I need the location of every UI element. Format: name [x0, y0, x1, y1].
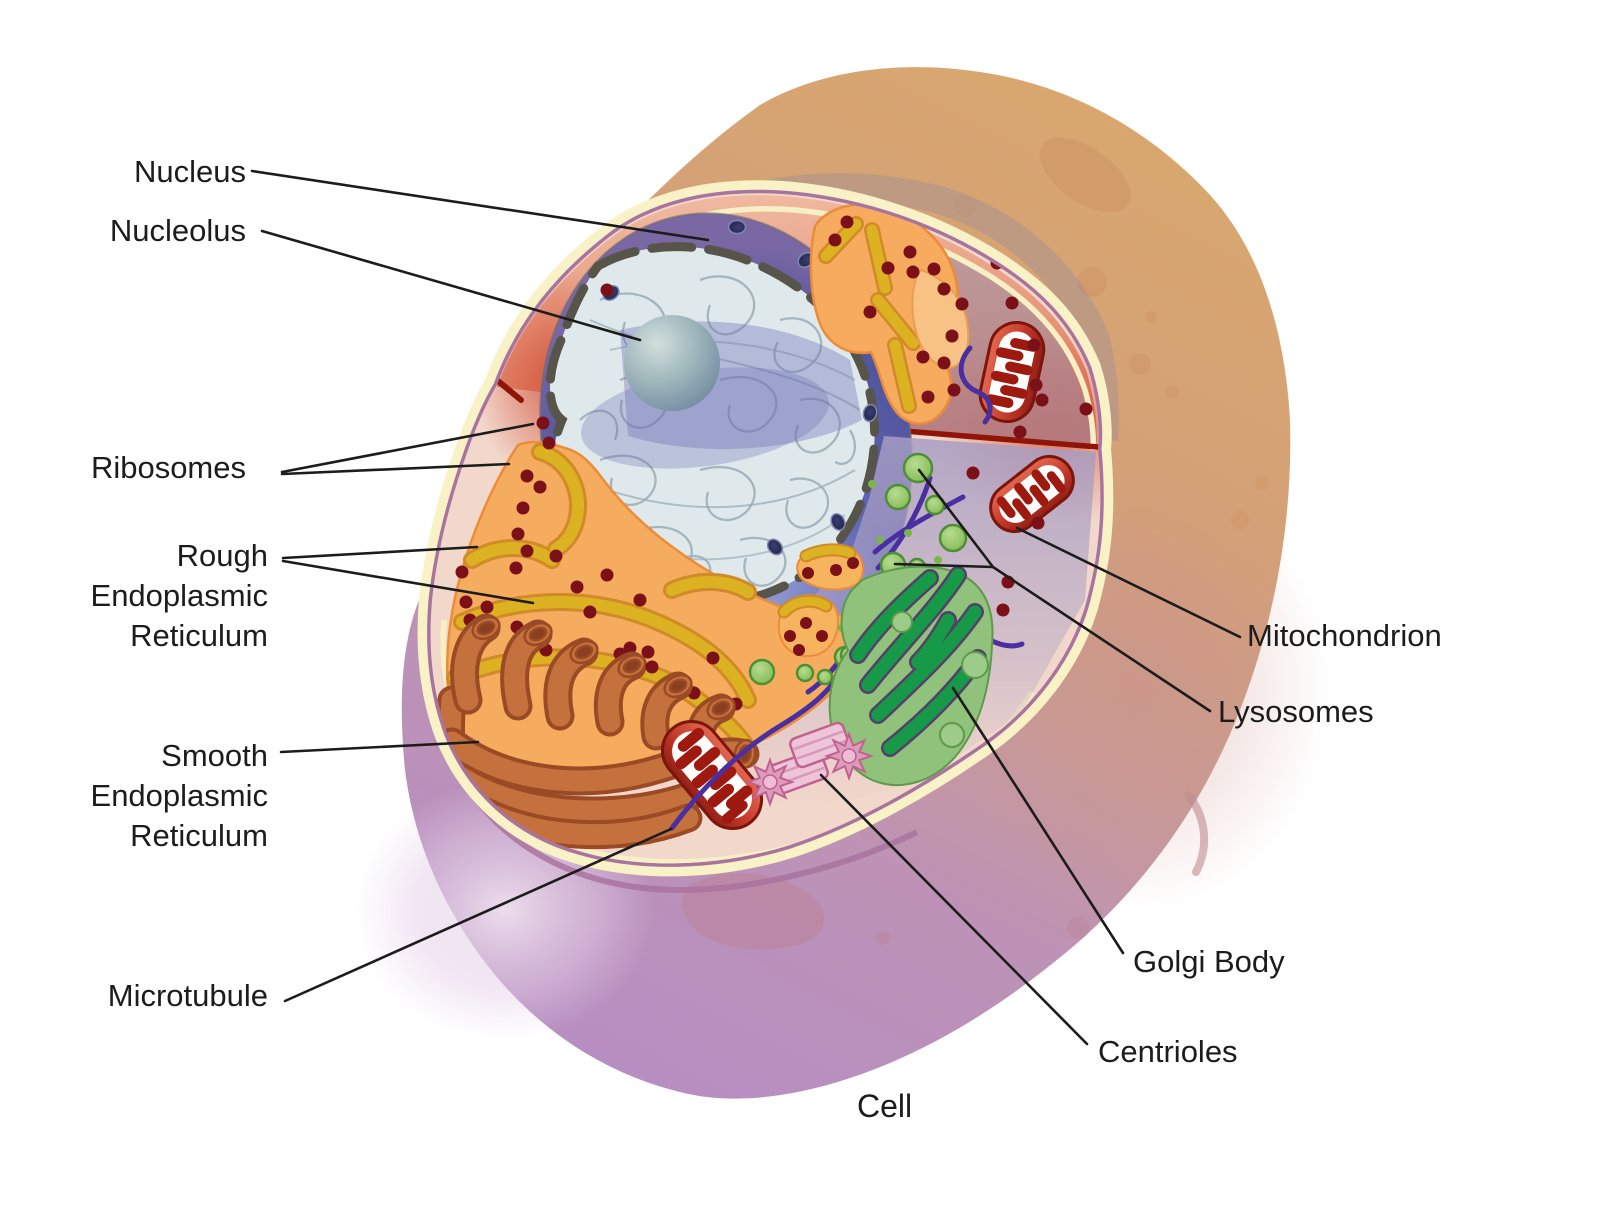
- mitochondrion-bottom: [660, 719, 764, 831]
- rough-er-top: [809, 203, 970, 425]
- leader-ribosomes-1: [280, 422, 535, 474]
- er-pocket-1: [796, 543, 864, 591]
- label-centrioles: Centrioles: [1098, 1034, 1238, 1069]
- leader-lines: [250, 169, 1242, 1046]
- rough-er-top-cisternae: [818, 216, 921, 414]
- label-rough-er: Rough Endoplasmic Reticulum: [0, 536, 268, 656]
- label-nucleolus: Nucleolus: [109, 213, 246, 248]
- rough-er-top-ribosome-dots: [828, 215, 969, 404]
- nucleolus: [624, 315, 720, 411]
- leader-rough-er-1: [281, 545, 479, 560]
- label-ribosomes: Ribosomes: [90, 450, 246, 485]
- er-pocket-2: [777, 594, 839, 658]
- label-rough-er-line1: Rough: [176, 538, 268, 573]
- microtubule-s-top: [958, 345, 993, 425]
- label-nucleus: Nucleus: [134, 154, 246, 189]
- label-lysosomes: Lysosomes: [1218, 694, 1374, 729]
- label-smooth-er-line3: Reticulum: [130, 818, 268, 853]
- leader-lysosomes-main: [991, 565, 1212, 713]
- label-microtubule: Microtubule: [107, 978, 268, 1013]
- label-cell: Cell: [857, 1088, 913, 1124]
- leader-rough-er-2: [281, 559, 535, 605]
- centriole-1: [788, 721, 872, 779]
- golgi-body: [828, 565, 994, 786]
- label-smooth-er-line1: Smooth: [161, 738, 268, 773]
- free-ribosome-dots: [509, 231, 1093, 674]
- golgi-vesicles: [891, 611, 989, 748]
- mitochondrion-top: [978, 321, 1046, 423]
- leader-ribosomes-2: [280, 462, 511, 476]
- mitochondrion-right: [989, 454, 1075, 534]
- cytoplasm-content: [436, 195, 1101, 864]
- nuclear-envelope-dashed: [545, 242, 880, 608]
- label-smooth-er-line2: Endoplasmic: [90, 778, 268, 813]
- exterior-pink-blobs: [681, 791, 1209, 950]
- microtubule-x1: [872, 494, 966, 555]
- leader-lysosomes-a: [917, 468, 995, 569]
- leader-mitochondrion: [1015, 526, 1242, 639]
- leader-nucleus: [250, 169, 710, 242]
- centrioles: [747, 721, 872, 805]
- leader-centrioles: [819, 773, 1089, 1046]
- label-smooth-er: Smooth Endoplasmic Reticulum: [0, 736, 268, 856]
- label-rough-er-line2: Endoplasmic: [90, 578, 268, 613]
- label-golgi-body: Golgi Body: [1133, 944, 1285, 979]
- leader-smooth-er: [279, 740, 480, 754]
- leader-golgi: [951, 686, 1125, 955]
- leader-nucleolus: [260, 229, 642, 342]
- leader-microtubule: [283, 827, 673, 1003]
- label-rough-er-line3: Reticulum: [130, 618, 268, 653]
- label-mitochondrion: Mitochondrion: [1247, 618, 1442, 653]
- leader-lysosomes-b: [893, 562, 995, 569]
